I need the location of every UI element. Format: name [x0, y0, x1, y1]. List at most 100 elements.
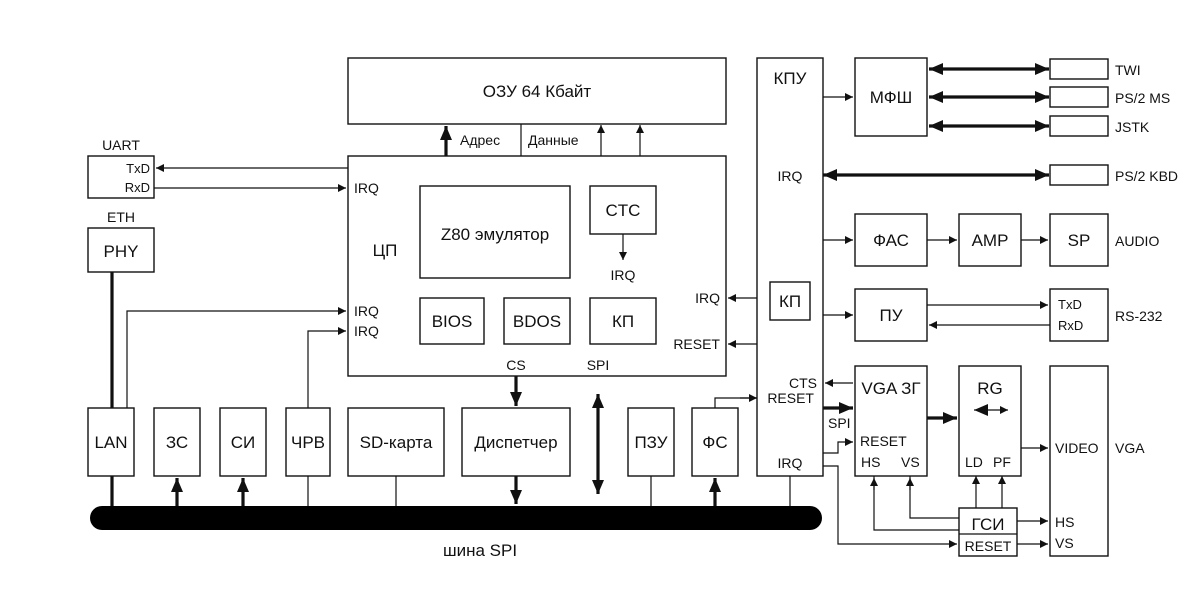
spi-bus-label: шина SPI — [443, 541, 517, 560]
lan-label: LAN — [94, 433, 127, 452]
ps2-ms-connector — [1049, 86, 1109, 108]
kp-kpu-block — [769, 281, 811, 321]
ctc-label: CTC — [606, 201, 641, 220]
kpu-vga-reset-wire — [823, 438, 853, 454]
vga-gen-label: VGA ЗГ — [861, 379, 920, 398]
ram-label: ОЗУ 64 Кбайт — [483, 82, 592, 101]
mfsh-block — [854, 57, 928, 137]
ps2-kbd-connector — [1049, 164, 1109, 186]
address-label: Адрес — [460, 132, 500, 148]
twi-label: TWI — [1115, 62, 1141, 78]
rs232-connector — [1049, 288, 1109, 342]
data-label: Данные — [528, 132, 579, 148]
mfsh-label: МФШ — [870, 88, 912, 107]
kpu-irq-label-bottom: IRQ — [778, 455, 803, 471]
vga-vs-label: VS — [1055, 535, 1074, 551]
uart-rxd-label: RxD — [125, 180, 150, 195]
gsi-block — [958, 507, 1018, 557]
kp-cpu-block — [589, 297, 657, 345]
phy-block — [87, 227, 155, 273]
rs232-txd-label: TxD — [1058, 297, 1082, 312]
vga-gen-hs-label: HS — [861, 454, 880, 470]
vga-gen-block — [854, 365, 928, 477]
rs232-label: RS-232 — [1115, 308, 1163, 324]
kpu-cpu-irq-label: IRQ — [695, 290, 720, 306]
kpu-label: КПУ — [774, 69, 807, 88]
twi-connector — [1049, 58, 1109, 80]
z80-emulator-block — [419, 185, 571, 279]
cpu-irq-label-2: IRQ — [354, 303, 379, 319]
dispatcher-label: Диспетчер — [474, 433, 557, 452]
vga-vs-gsi-wire — [909, 476, 959, 519]
rg-block — [958, 365, 1022, 477]
chrv-irq-wire — [307, 327, 346, 408]
kpu-cts-label: CTS — [789, 375, 817, 391]
fs-block — [691, 407, 739, 477]
uart-txd-label: TxD — [126, 161, 150, 176]
fs-label: ФС — [702, 433, 727, 452]
kpu-cpu-reset-label: RESET — [673, 336, 720, 352]
rs232-rxd-label: RxD — [1058, 318, 1083, 333]
vga-gen-reset-label: RESET — [860, 433, 907, 449]
spi-bus — [90, 506, 822, 530]
eth-label: ETH — [107, 209, 135, 225]
cpu-irq-label-1: IRQ — [354, 180, 379, 196]
vga-hs-label: HS — [1055, 514, 1074, 530]
ctc-irq-label: IRQ — [611, 267, 636, 283]
chrv-label: ЧРВ — [291, 433, 325, 452]
cpu-irq-label-3: IRQ — [354, 323, 379, 339]
sp-block — [1049, 213, 1109, 267]
jstk-connector — [1049, 115, 1109, 137]
bios-label: BIOS — [432, 312, 473, 331]
vga-video-label: VIDEO — [1055, 440, 1099, 456]
rg-pf-label: PF — [993, 454, 1011, 470]
zs-block — [153, 407, 201, 477]
fas-label: ФАС — [873, 231, 909, 250]
vga-hs-gsi-wire — [873, 476, 959, 531]
kpu-fs-reset-wire — [714, 397, 757, 408]
vga-connector — [1049, 365, 1109, 557]
lan-irq-wire — [126, 307, 346, 408]
audio-label: AUDIO — [1115, 233, 1159, 249]
kpu-gsi-reset-wire — [823, 465, 957, 548]
si-label: СИ — [231, 433, 256, 452]
ps2-ms-label: PS/2 MS — [1115, 90, 1170, 106]
amp-label: AMP — [972, 231, 1009, 250]
sd-card-block — [347, 407, 445, 477]
phy-label: PHY — [104, 242, 139, 261]
pu-label: ПУ — [879, 306, 902, 325]
cpu-label: ЦП — [373, 241, 398, 260]
spi-label: SPI — [587, 357, 610, 373]
bios-block — [419, 297, 485, 345]
lan-block — [87, 407, 135, 477]
dispatcher-block — [461, 407, 571, 477]
gsi-label: ГСИ — [972, 515, 1005, 534]
chrv-block — [285, 407, 331, 477]
uart-block — [87, 155, 155, 199]
zs-label: ЗС — [166, 433, 188, 452]
cs-label: CS — [506, 357, 525, 373]
kpu-reset-label: RESET — [767, 390, 814, 406]
pzu-block — [627, 407, 675, 477]
z80-emulator-label: Z80 эмулятор — [441, 225, 549, 244]
pzu-label: ПЗУ — [634, 433, 667, 452]
kp-cpu-label: КП — [612, 312, 634, 331]
ps2-kbd-label: PS/2 KBD — [1115, 168, 1178, 184]
kp-kpu-label: КП — [779, 292, 801, 311]
pu-block — [854, 288, 928, 342]
rg-ld-label: LD — [965, 454, 983, 470]
kpu-irq-label-top: IRQ — [778, 168, 803, 184]
rg-label: RG — [977, 379, 1003, 398]
vga-gen-vs-label: VS — [901, 454, 920, 470]
kpu-vga-spi-label: SPI — [828, 415, 851, 431]
bdos-label: BDOS — [513, 312, 561, 331]
jstk-label: JSTK — [1115, 119, 1150, 135]
kpu-block — [756, 57, 824, 477]
si-block — [219, 407, 267, 477]
ram-block — [347, 57, 727, 125]
sp-label: SP — [1068, 231, 1091, 250]
bdos-block — [503, 297, 571, 345]
uart-label: UART — [102, 137, 140, 153]
amp-block — [958, 213, 1022, 267]
